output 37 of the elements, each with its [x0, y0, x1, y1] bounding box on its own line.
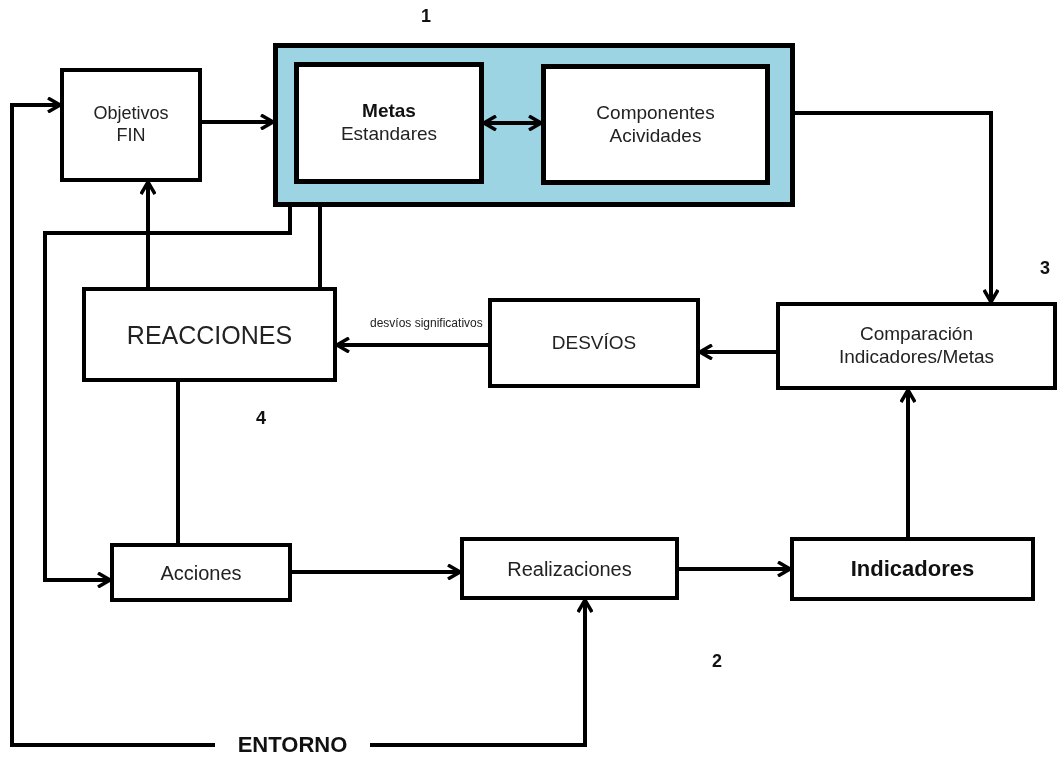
callout-number: 3: [1040, 258, 1050, 279]
box-text: REACCIONES: [126, 319, 293, 350]
arrow: [202, 113, 275, 131]
callout-number: 4: [256, 408, 266, 429]
process-box: [541, 64, 770, 185]
connector-line: [176, 382, 180, 543]
arrow: [482, 114, 543, 132]
process-box: [776, 302, 1057, 390]
box-text: Comparación Indicadores/Metas: [837, 323, 996, 369]
box-text: Estandares: [340, 123, 438, 146]
callout-number: 2: [712, 651, 722, 672]
box-text: Componentes Acividades: [595, 101, 716, 148]
process-box: [60, 68, 202, 182]
process-box: [790, 537, 1035, 601]
box-text: Indicadores: [850, 555, 975, 583]
process-box: [488, 298, 700, 388]
callout-number: 1: [421, 6, 431, 27]
process-box: [294, 62, 484, 184]
box-text: DESVÍOS: [551, 331, 637, 355]
arrow: [10, 96, 215, 747]
arrow: [370, 598, 594, 747]
arrow: [43, 207, 292, 589]
connector-line: [318, 207, 322, 287]
box-text: Realizaciones: [507, 556, 632, 581]
arrow: [292, 563, 462, 581]
arrow: [139, 180, 157, 287]
arrow: [795, 111, 1000, 304]
box-heading: Metas: [362, 100, 416, 123]
box-text: ENTORNO: [237, 731, 348, 759]
arrow: [679, 560, 792, 578]
process-box: [110, 543, 292, 602]
group-panel: [273, 43, 795, 207]
arrow: [899, 388, 917, 537]
box-text: Objetivos FIN: [92, 103, 170, 147]
process-box: [460, 537, 679, 600]
box-text: Acciones: [160, 560, 242, 585]
process-box: [82, 287, 337, 382]
